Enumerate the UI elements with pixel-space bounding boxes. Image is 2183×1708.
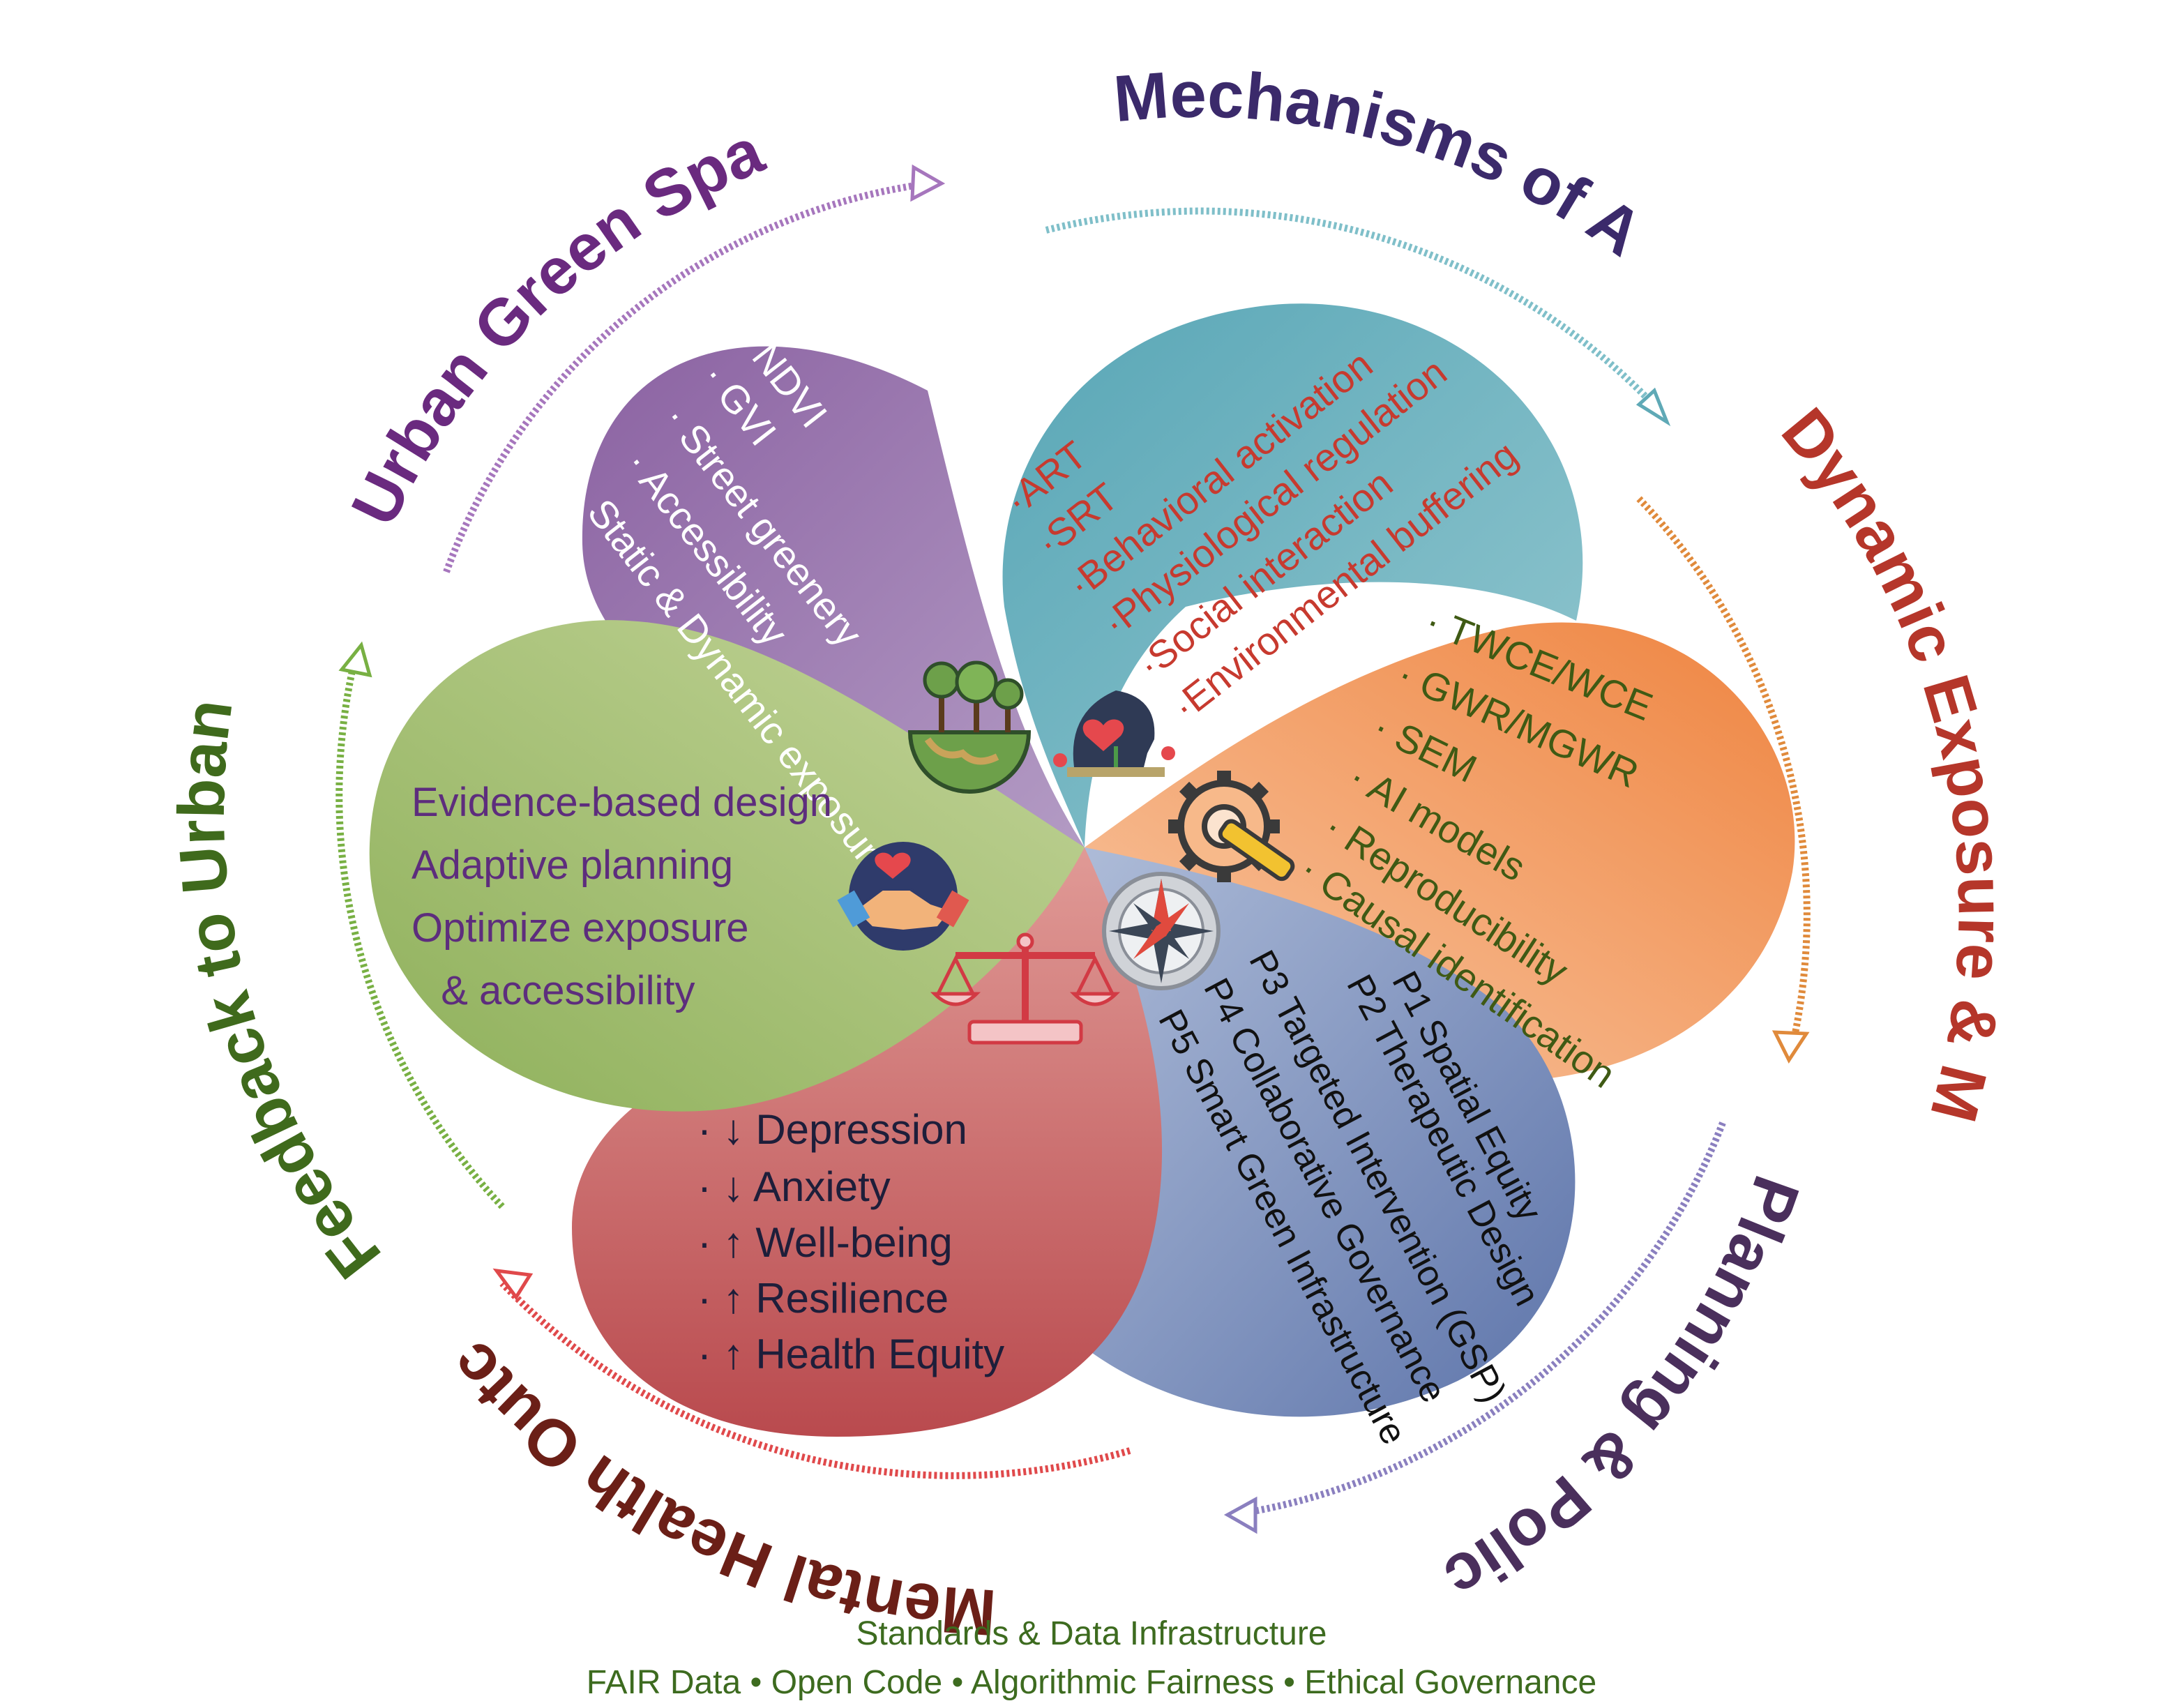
feedback-item-1: Evidence-based design xyxy=(411,780,832,825)
petal-exposure xyxy=(1085,622,1795,1082)
cycle-arrows xyxy=(335,164,1811,1534)
arrow-exposure-to-policy xyxy=(1636,496,1811,1048)
petal-feedback xyxy=(369,620,1085,1112)
globe-trees-icon xyxy=(907,660,1032,794)
arrowhead-outcomes xyxy=(492,1268,534,1301)
footer-principles: FAIR Data • Open Code • Algorithmic Fair… xyxy=(586,1664,1597,1701)
feedback-item-3: Optimize exposure xyxy=(411,905,749,951)
outcome-item-5: · ↑ Health Equity xyxy=(697,1331,1004,1377)
arrow-policy-to-outcomes xyxy=(1241,1121,1726,1517)
arrowhead-policy xyxy=(1223,1496,1257,1534)
arrow-feedback-to-ugs xyxy=(335,654,505,1209)
petal-outcomes xyxy=(572,847,1163,1437)
outcome-item-3: · ↑ Well-being xyxy=(697,1219,953,1266)
outcomes-items: · ↓ Depression · ↓ Anxiety · ↑ Well-bein… xyxy=(697,1106,1004,1377)
gear-wrench-icon xyxy=(1168,771,1295,882)
arrowhead-mechanisms xyxy=(1636,387,1671,427)
arrow-ugs-to-mechanisms xyxy=(443,179,935,573)
arrow-mechanisms-to-exposure xyxy=(1045,207,1663,414)
petal-ugs xyxy=(582,346,1085,848)
arrowhead-exposure xyxy=(1772,1030,1810,1064)
label-mechanisms: Mechanisms of Action xyxy=(0,0,1656,270)
footer-title: Standards & Data Infrastructure xyxy=(856,1615,1327,1652)
petals xyxy=(369,303,1795,1437)
outcome-item-2: · ↓ Anxiety xyxy=(697,1163,891,1210)
compass-icon xyxy=(1102,872,1221,990)
head-heart-icon xyxy=(1053,690,1175,777)
outcome-item-4: · ↑ Resilience xyxy=(697,1275,949,1322)
outcome-item-1: · ↓ Depression xyxy=(697,1106,967,1153)
label-feedback: Feedback to Urban Design xyxy=(0,0,394,1292)
balance-scale-icon xyxy=(930,932,1121,1045)
feedback-item-2: Adaptive planning xyxy=(411,842,733,888)
petal-policy xyxy=(1074,847,1576,1417)
arrowhead-feedback xyxy=(338,641,372,678)
feedback-item-4: & accessibility xyxy=(418,968,695,1013)
petal-mechanisms xyxy=(1002,303,1583,847)
arrow-outcomes-to-feedback xyxy=(499,1280,1131,1479)
arrowhead-ugs xyxy=(910,164,946,202)
feedback-items: Evidence-based design Adaptive planning … xyxy=(411,780,832,1013)
handshake-icon xyxy=(837,842,969,951)
